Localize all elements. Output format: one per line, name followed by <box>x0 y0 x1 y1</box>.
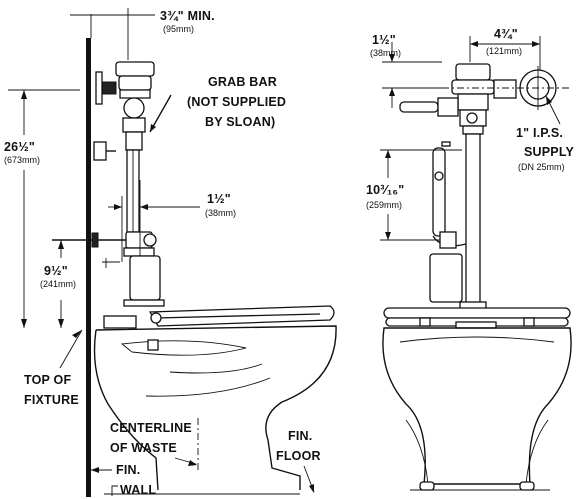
front-view: 1½" (38mm) 4¾" (121mm) <box>366 27 575 491</box>
pipe-offset-dimension: 1½" (38mm) <box>108 180 236 262</box>
height-lower-metric: (241mm) <box>40 279 76 289</box>
top-clearance-value: 3¾" MIN. <box>160 9 215 23</box>
grab-bar-line-1: GRAB BAR <box>208 75 277 89</box>
centerline-of-waste-line-1: CENTERLINE <box>110 421 192 435</box>
supply-line-1: 1" I.P.S. <box>516 126 563 140</box>
supply-label: 1" I.P.S. SUPPLY (DN 25mm) <box>516 95 575 172</box>
supply-line-3: (DN 25mm) <box>518 162 565 172</box>
tube-height-value: 10³⁄₁₆" <box>366 183 404 197</box>
height-total-dimension: 26½" (673mm) <box>4 89 80 328</box>
height-lower-dimension: 9½" (241mm) <box>40 240 76 328</box>
height-total-metric: (673mm) <box>4 155 40 165</box>
pipe-offset-value: 1½" <box>207 192 231 206</box>
fin-wall-line-2: WALL <box>120 483 156 497</box>
grab-bar-line-2: (NOT SUPPLIED <box>187 95 286 109</box>
front-supply-offset-metric: (121mm) <box>486 46 522 56</box>
fin-floor-line-1: FIN. <box>288 429 312 443</box>
grab-bar-line-3: BY SLOAN) <box>205 115 275 129</box>
fin-floor-line-2: FLOOR <box>276 449 321 463</box>
fin-wall-line-1: FIN. <box>116 463 140 477</box>
top-of-fixture-line-2: FIXTURE <box>24 393 79 407</box>
top-of-fixture-line-1: TOP OF <box>24 373 71 387</box>
front-supply-offset-dimension: 4¾" (121mm) <box>469 27 541 70</box>
top-of-fixture-label: TOP OF FIXTURE <box>24 329 83 407</box>
flush-valve-front <box>382 63 570 311</box>
front-top-offset-dimension: 1½" (38mm) <box>370 33 442 108</box>
side-view: 3¾" MIN. (95mm) <box>4 8 337 497</box>
front-supply-offset-value: 4¾" <box>494 27 518 41</box>
fin-wall-label: FIN. WALL <box>91 463 156 497</box>
fin-floor-label: FIN. FLOOR <box>276 429 321 493</box>
finished-wall <box>86 38 91 497</box>
top-clearance-metric: (95mm) <box>163 24 194 34</box>
supply-line-2: SUPPLY <box>524 145 575 159</box>
front-top-offset-value: 1½" <box>372 33 396 47</box>
height-total-value: 26½" <box>4 140 35 154</box>
centerline-of-waste-label: CENTERLINE OF WASTE <box>110 418 199 470</box>
toilet-bowl-front <box>382 307 572 491</box>
supply-stop <box>52 232 126 268</box>
tube-height-dimension: 10³⁄₁₆" (259mm) <box>366 149 462 241</box>
sensor-tank <box>123 255 165 307</box>
grab-bar: GRAB BAR (NOT SUPPLIED BY SLOAN) <box>93 75 286 161</box>
front-top-offset-metric: (38mm) <box>370 48 401 58</box>
top-clearance-dimension: 3¾" MIN. (95mm) <box>70 8 215 60</box>
pipe-offset-metric: (38mm) <box>205 208 236 218</box>
toilet-bowl-side <box>93 305 337 495</box>
tube-height-metric: (259mm) <box>366 200 402 210</box>
height-lower-value: 9½" <box>44 264 68 278</box>
centerline-of-waste-line-2: OF WASTE <box>110 441 177 455</box>
